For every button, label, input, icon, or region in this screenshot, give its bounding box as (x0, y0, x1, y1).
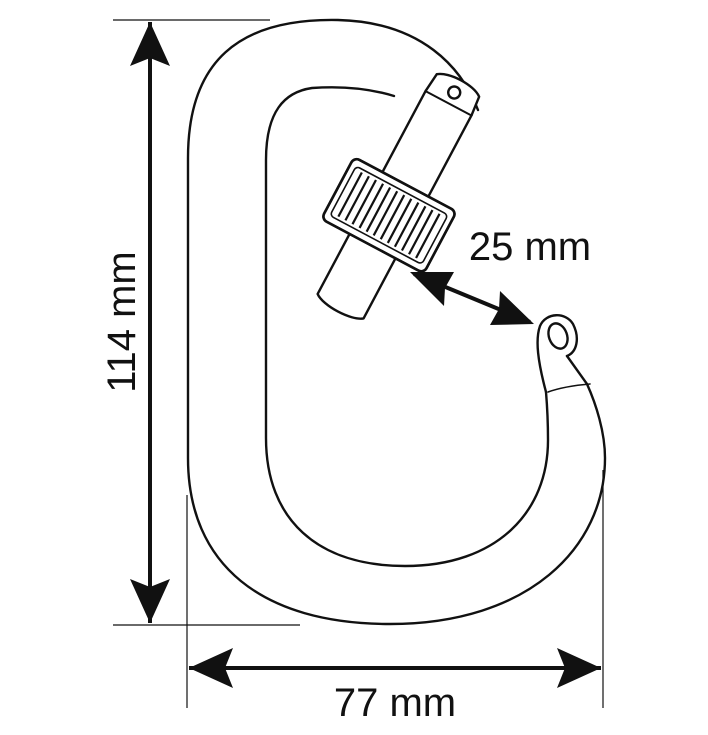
height-arrow-top (130, 22, 170, 66)
gate-pin-hole-icon (447, 85, 462, 100)
sleeve-knurling (337, 171, 441, 259)
gate-bar-lower (316, 231, 398, 320)
gate-hinge-line (425, 90, 472, 117)
gate-opening-label: 25 mm (469, 225, 591, 269)
height-dimension: 114 mm (100, 19, 300, 626)
width-dimension: 77 mm (186, 470, 604, 725)
height-label: 114 mm (100, 251, 144, 393)
locking-sleeve (322, 157, 456, 273)
height-arrow-bottom (130, 579, 170, 623)
carabiner-gate (316, 72, 481, 320)
carabiner-body (186, 18, 607, 626)
gate-opening-arrow-right (490, 291, 534, 325)
width-label: 77 mm (334, 681, 456, 725)
carabiner-outer-contour (186, 18, 607, 626)
carabiner-inner-contour (264, 86, 550, 568)
carabiner-nose (536, 314, 579, 394)
gate-opening-dimension: 25 mm (410, 225, 591, 325)
width-arrow-left (189, 648, 233, 688)
gate-opening-arrow-left (410, 272, 454, 306)
nose-hole-icon (547, 322, 569, 350)
nose-band (547, 383, 591, 393)
width-arrow-right (557, 648, 601, 688)
